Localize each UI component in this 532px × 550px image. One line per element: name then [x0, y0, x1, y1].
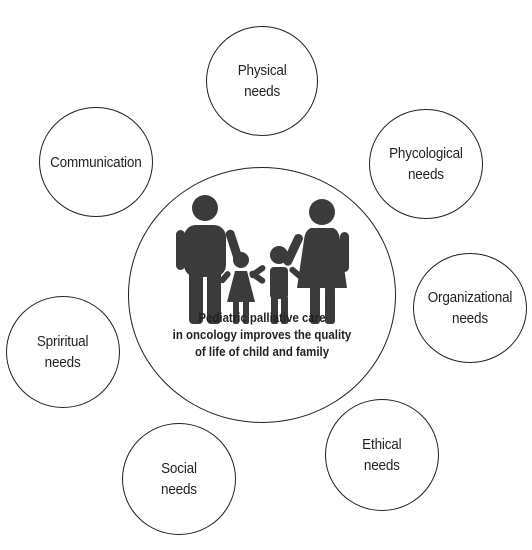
family-icon [176, 195, 349, 324]
boy-torso-icon [270, 267, 288, 299]
center-caption: Pediatric palliative care in oncology im… [172, 310, 352, 359]
mother-left-arm-icon [283, 233, 303, 266]
mother-right-leg-icon [325, 286, 335, 324]
social-needs-bubble: Social needs [122, 423, 236, 535]
psychological-needs-label: Phycological needs [389, 145, 463, 183]
physical-needs-label: Physical needs [237, 62, 287, 100]
communication-bubble: Communication [39, 107, 153, 217]
boy-head-icon [270, 246, 288, 264]
father-head-icon [192, 195, 218, 221]
boy-right-leg-icon [281, 296, 288, 324]
girl-head-icon [233, 252, 249, 268]
boy-left-arm-icon [249, 265, 266, 278]
father-left-arm-icon [176, 230, 185, 270]
social-needs-label: Social needs [161, 460, 197, 498]
girl-dress-icon [227, 271, 255, 302]
father-torso-icon [184, 225, 226, 277]
ethical-needs-bubble: Ethical needs [325, 399, 439, 511]
mother-left-leg-icon [310, 286, 320, 324]
psychological-needs-bubble: Phycological needs [369, 109, 483, 219]
physical-needs-bubble: Physical needs [206, 26, 318, 136]
ethical-needs-label: Ethical needs [362, 436, 402, 474]
central-circle: Pediatric palliative care in oncology im… [128, 167, 396, 423]
girl-left-arm-icon [219, 271, 231, 284]
girl-right-leg-icon [243, 300, 249, 324]
father-right-leg-icon [207, 270, 221, 324]
mother-dress-icon [297, 228, 347, 288]
mother-head-icon [309, 199, 335, 225]
spiritual-needs-bubble: Spriritual needs [6, 296, 120, 408]
organizational-needs-label: Organizational needs [427, 289, 513, 327]
communication-label: Communication [50, 153, 142, 171]
organizational-needs-bubble: Organizational needs [413, 253, 527, 363]
mother-right-arm-icon [340, 232, 349, 272]
father-left-leg-icon [189, 270, 203, 324]
boy-left-leg-icon [271, 296, 278, 324]
girl-left-leg-icon [233, 300, 239, 324]
spiritual-needs-label: Spriritual needs [37, 333, 89, 371]
